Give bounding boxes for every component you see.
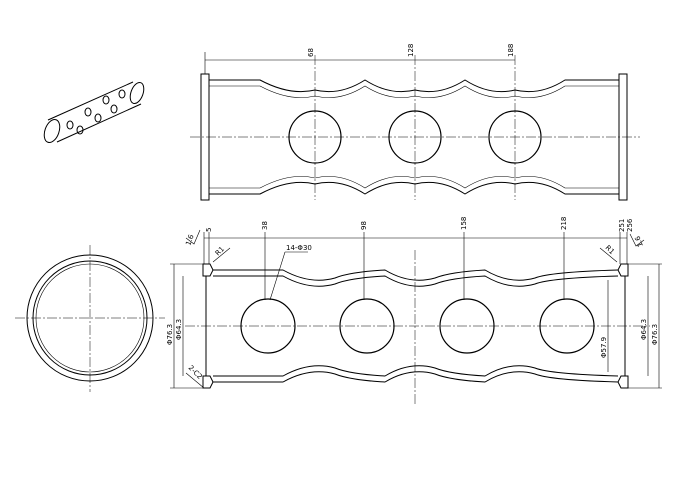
dim-218: 218 xyxy=(560,217,568,230)
roughness-left: 1.6 xyxy=(184,233,196,247)
holes-note: 14-Φ30 xyxy=(286,244,312,252)
chamfer-note: 2-C2 xyxy=(187,364,204,381)
dim-128: 128 xyxy=(407,44,415,57)
dim-68: 68 xyxy=(307,48,315,57)
right-outer-dia: Φ76.3 xyxy=(651,324,659,345)
roughness-right: 1.6 xyxy=(633,234,645,248)
dim-251: 251 xyxy=(618,219,626,232)
dim-158: 158 xyxy=(460,217,468,230)
hole xyxy=(339,298,395,354)
left-outer-dia: Φ76.3 xyxy=(166,324,174,345)
right-inner-dia: Φ64.3 xyxy=(640,319,648,340)
section-view: 5 38 98 158 218 251 256 1.6 1.6 R1 R1 14… xyxy=(166,217,662,405)
top-view: 68 128 188 xyxy=(190,44,640,201)
dim-38: 38 xyxy=(261,221,269,230)
hole xyxy=(439,298,495,354)
hole xyxy=(539,298,595,354)
dim-188: 188 xyxy=(507,44,515,57)
hole xyxy=(240,298,296,354)
isometric-tube-view xyxy=(43,81,145,144)
left-inner-dia: Φ64.3 xyxy=(175,319,183,340)
dim-98: 98 xyxy=(360,221,368,230)
dim-256: 256 xyxy=(626,218,634,232)
radius-right: R1 xyxy=(604,244,616,256)
right-groove-dia: Φ57.9 xyxy=(600,337,608,358)
end-view xyxy=(15,245,165,392)
radius-left: R1 xyxy=(214,245,226,257)
dim-5: 5 xyxy=(205,228,213,232)
